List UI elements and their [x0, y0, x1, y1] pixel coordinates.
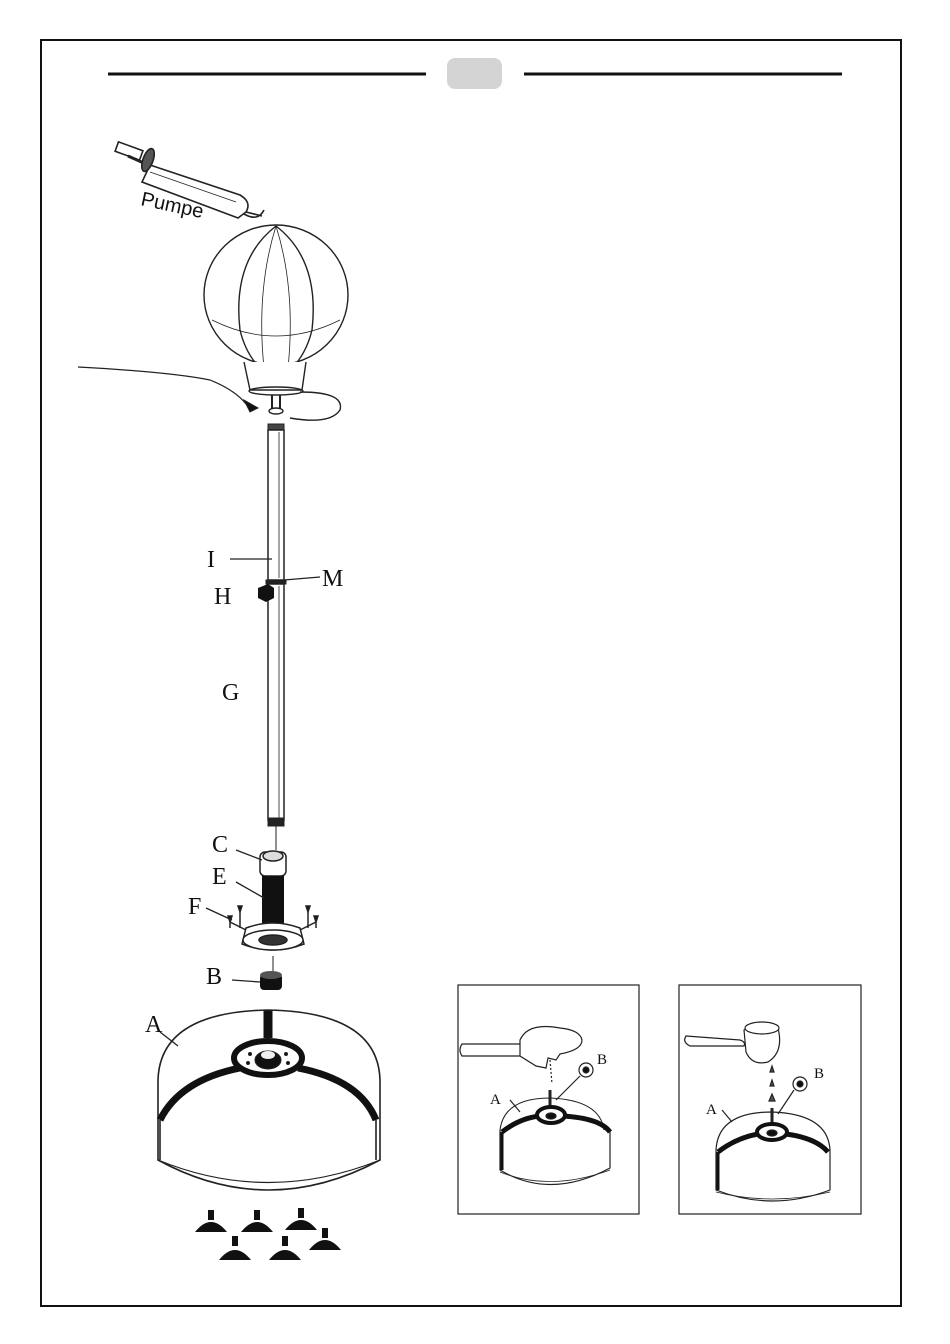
suction-cup	[241, 1210, 273, 1232]
leader-line-E	[236, 882, 264, 898]
base-drum-A	[158, 1010, 380, 1190]
label-A: A	[145, 1012, 163, 1038]
inset-fill-with-sand: B A	[458, 985, 639, 1214]
suction-cups	[195, 1208, 341, 1260]
label-G: G	[222, 680, 239, 706]
page-number-badge	[447, 58, 502, 89]
label-H: H	[214, 584, 231, 610]
leader-line-C	[236, 850, 262, 860]
suction-cup	[309, 1228, 341, 1250]
label-C: C	[212, 832, 228, 858]
label-I: I	[207, 547, 215, 573]
suction-cup	[269, 1236, 301, 1260]
leader-line-F	[206, 908, 232, 920]
leader-line-M	[284, 577, 320, 580]
connector-C	[260, 851, 286, 876]
label-E: E	[212, 864, 227, 890]
inset-right-label-B: B	[814, 1066, 824, 1082]
inset-left-label-B: B	[597, 1052, 607, 1068]
inflation-needle	[78, 367, 258, 412]
inset-fill-with-water: B A	[679, 985, 861, 1214]
main-assembly-diagram: Pumpe	[78, 142, 380, 1260]
label-B: B	[206, 964, 222, 990]
leader-line-B	[232, 980, 260, 982]
label-M: M	[322, 566, 343, 592]
spring-E	[262, 876, 284, 926]
rod-assembly	[266, 424, 286, 850]
inset-right-label-A: A	[706, 1102, 717, 1118]
ball-illustration	[204, 225, 348, 420]
label-F: F	[188, 894, 201, 920]
plug-B	[232, 971, 282, 990]
suction-cup	[285, 1208, 317, 1230]
inset-left-label-A: A	[490, 1092, 501, 1108]
suction-cup	[195, 1210, 227, 1232]
suction-cup	[219, 1236, 251, 1260]
